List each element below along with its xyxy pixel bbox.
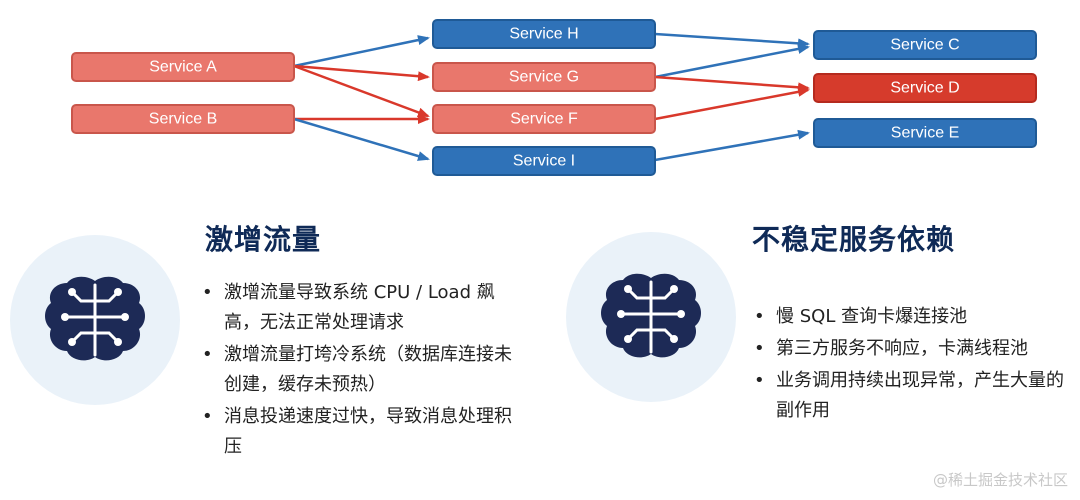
brain-circuit-icon [45,276,145,361]
arrow-i-to-e [654,129,810,162]
arrow-a-to-g [293,64,430,82]
arrow-h-to-c [654,32,810,49]
arrow-b-to-i [293,117,430,161]
svg-text:Service D: Service D [890,80,959,97]
left-icon-circle [10,235,180,405]
node-service-e: Service E [813,118,1037,148]
node-service-a: Service A [71,52,295,82]
list-item: 慢 SQL 查询卡爆连接池 [752,302,1074,332]
node-service-f: Service F [432,104,656,134]
right-icon-circle [566,232,736,402]
node-service-g: Service G [432,62,656,92]
list-item: 业务调用持续出现异常，产生大量的副作用 [752,366,1074,426]
node-service-d: Service D [813,73,1037,103]
svg-text:Service E: Service E [891,125,959,142]
arrow-f-to-d [654,86,810,121]
node-service-b: Service B [71,104,295,134]
left-panel-title: 激增流量 [205,223,322,256]
svg-text:Service G: Service G [509,69,579,86]
arrow-a-to-h [293,35,430,68]
right-bullet-list: 慢 SQL 查询卡爆连接池 第三方服务不响应，卡满线程池 业务调用持续出现异常，… [752,302,1074,428]
brain-circuit-icon [601,273,701,358]
list-item: 激增流量打垮冷系统（数据库连接未创建，缓存未预热） [200,340,522,400]
node-service-c: Service C [813,30,1037,60]
list-item: 激增流量导致系统 CPU / Load 飙高，无法正常处理请求 [200,278,522,338]
right-panel-title: 不稳定服务依赖 [752,223,956,256]
svg-text:Service B: Service B [149,111,217,128]
svg-text:Service C: Service C [890,37,959,54]
node-service-h: Service H [432,19,656,49]
service-dependency-diagram: Service A Service B Service H Service G … [71,19,1037,176]
svg-text:Service A: Service A [149,59,217,76]
left-bullet-list: 激增流量导致系统 CPU / Load 飙高，无法正常处理请求 激增流量打垮冷系… [200,278,522,464]
arrow-g-to-d [654,75,810,93]
list-item: 第三方服务不响应，卡满线程池 [752,334,1074,364]
arrow-a-to-f [293,64,430,118]
svg-text:Service I: Service I [513,153,575,170]
list-item: 消息投递速度过快，导致消息处理积压 [200,402,522,462]
arrow-g-to-c [654,44,810,79]
svg-text:Service H: Service H [509,26,578,43]
node-service-i: Service I [432,146,656,176]
watermark: @稀土掘金技术社区 [932,471,1068,489]
svg-text:Service F: Service F [510,111,578,128]
